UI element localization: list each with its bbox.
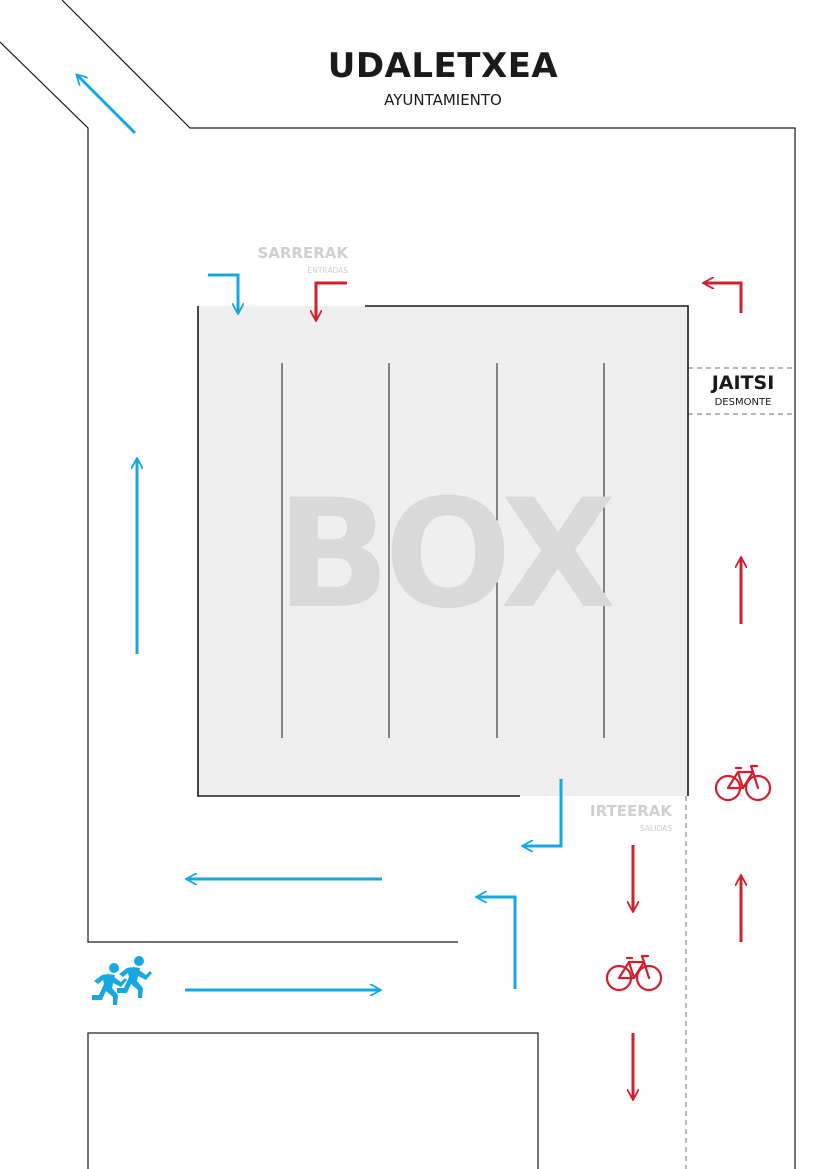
page-title: UDALETXEA xyxy=(327,46,559,86)
arrow-bike-turn xyxy=(704,283,743,313)
bicycle-icon xyxy=(714,764,772,802)
dismount-sublabel: DESMONTE xyxy=(714,397,772,408)
box-zone-label: BOX xyxy=(275,468,616,642)
runners-icon xyxy=(92,956,152,1005)
arrow-turn-west xyxy=(477,897,517,989)
arrow-entry-red xyxy=(316,281,347,320)
street-outlines xyxy=(0,0,796,1169)
exits-label: IRTEERAK xyxy=(590,802,672,820)
arrow-exit-north xyxy=(77,75,137,135)
building-outline xyxy=(87,1032,539,1169)
bicycle-icon xyxy=(605,954,663,992)
bike-lane-dashed xyxy=(685,367,795,1169)
page-subtitle: AYUNTAMIENTO xyxy=(384,91,502,109)
entries-label: SARRERAK xyxy=(257,244,348,262)
entries-sublabel: ENTRADAS xyxy=(307,266,348,275)
box-zone xyxy=(197,305,689,797)
arrow-entry-blue xyxy=(208,273,238,313)
arrow-exit-blue xyxy=(523,779,563,846)
exits-sublabel: SALIDAS xyxy=(640,824,672,833)
dismount-label: JAITSI xyxy=(711,372,775,394)
